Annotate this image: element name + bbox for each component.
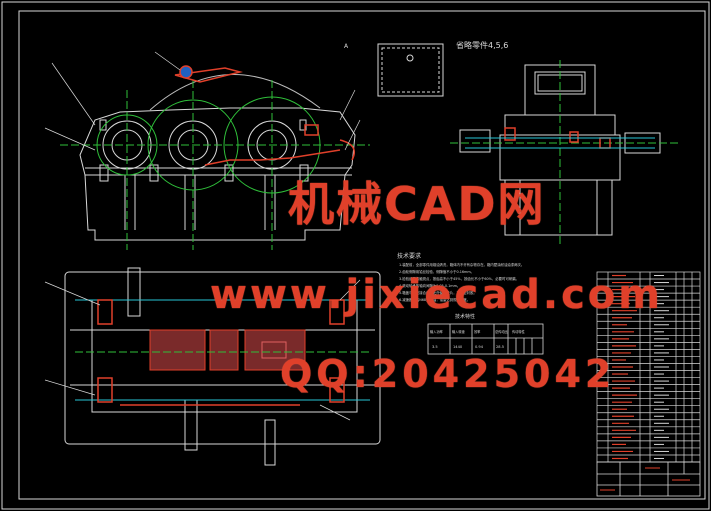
spec-header: 传动特性	[512, 329, 526, 334]
spec-table-title: 技术特性	[455, 313, 475, 320]
title-block-red-marks	[600, 467, 690, 491]
tech-req-line: 1.装配前，全部零件用煤油清洗，箱体内不许有杂物存在。箱内壁涂耐油油漆两次。	[399, 262, 524, 267]
top-view-leaders	[44, 279, 361, 421]
parts-list-table	[596, 271, 701, 463]
spec-header: 输入功率	[430, 329, 444, 334]
top-view-red-bearings	[97, 299, 345, 406]
spec-value: 28.5	[496, 345, 504, 349]
tech-req-line: 4.滚动轴承的轴向间隙为0.05-0.1mm。	[399, 283, 460, 288]
tech-req-title: 技术要求	[397, 252, 421, 260]
front-view-red-details	[174, 65, 355, 166]
top-view-gears	[149, 329, 306, 371]
spec-value: 0.94	[475, 345, 484, 349]
spec-table: 技术特性 输入功率 输入转速 效率 总传动比 传动特性 3.5 1440 0.9…	[427, 313, 544, 355]
tech-req-line: 3.检验齿面接触斑点，按齿高不小于45%，按齿长不小于60%，必要时可研磨。	[399, 276, 519, 281]
technical-requirements: 技术要求 1.装配前，全部零件用煤油清洗，箱体内不许有杂物存在。箱内壁涂耐油油漆…	[397, 252, 524, 302]
section-label-a: A	[344, 43, 349, 50]
top-view-shafts	[75, 299, 370, 401]
spec-header: 总传动比	[495, 329, 508, 334]
tech-req-line: 5.箱盖与箱座接合面不允许使用垫片，可涂密封胶。	[399, 290, 477, 295]
title-block	[596, 461, 701, 497]
removed-parts-note: 省略零件4,5,6	[456, 40, 508, 50]
front-view-gears	[60, 80, 370, 250]
detail-view-box	[377, 43, 444, 97]
spec-value: 3.5	[432, 345, 438, 349]
front-view-leaders	[44, 51, 361, 151]
side-view-centerlines	[450, 60, 680, 245]
spec-value: 1440	[453, 345, 463, 349]
side-view-shaft	[465, 137, 655, 149]
spec-header: 输入转速	[452, 329, 466, 334]
tech-req-line: 6.减速器内装N68润滑油，油量达到规定高度。	[399, 297, 470, 302]
front-view	[79, 74, 356, 241]
spec-header: 效率	[474, 329, 481, 334]
tech-req-line: 2.齿轮侧隙用铅丝检验，侧隙值不小于0.16mm。	[399, 269, 474, 274]
